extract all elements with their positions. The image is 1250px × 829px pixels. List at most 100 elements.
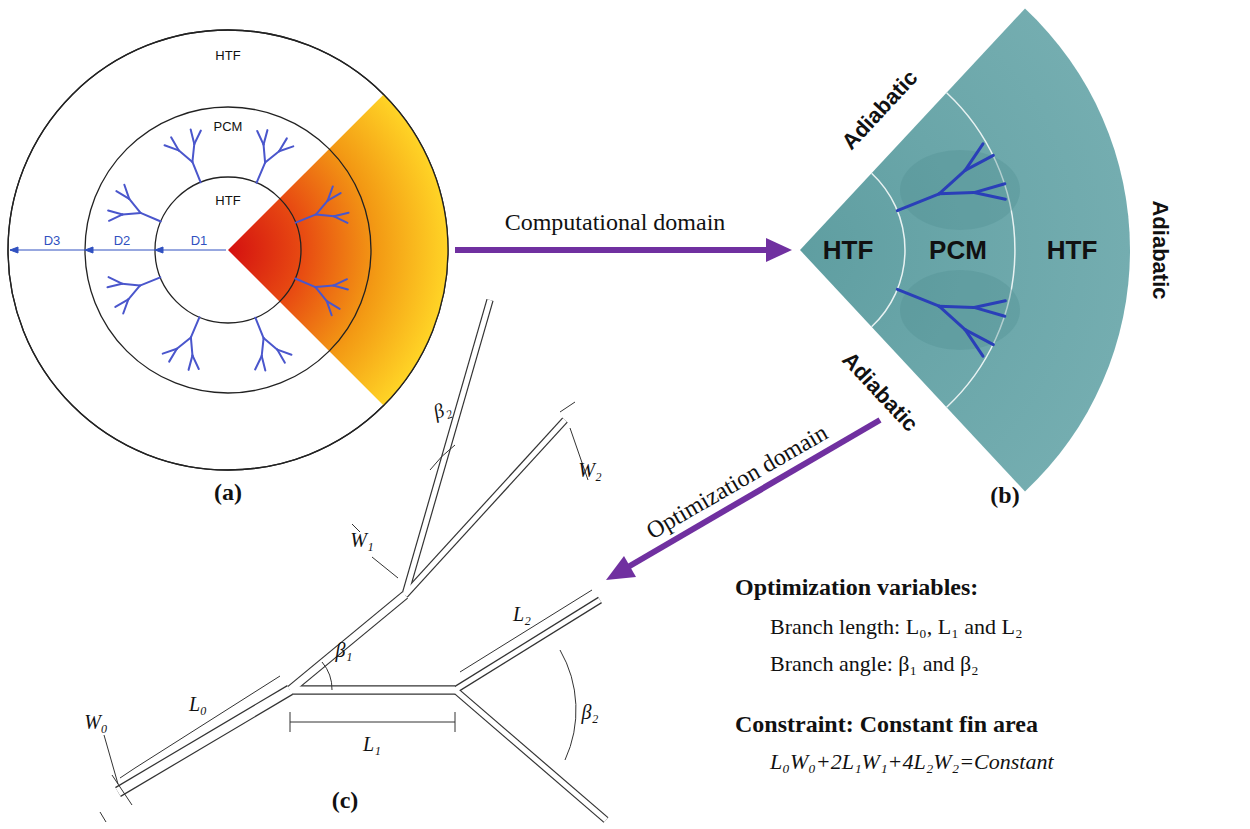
fin-stroke — [257, 163, 266, 183]
fin-stroke — [163, 349, 177, 354]
dimension-label: D1 — [191, 233, 208, 248]
purple-arrow — [455, 238, 792, 262]
fin-stroke — [171, 137, 179, 150]
sector-figure — [800, 9, 1130, 492]
fin-stroke — [939, 306, 965, 329]
variable-text: Branch angle: β₁ and β₂ — [770, 651, 979, 677]
fin-stroke — [295, 279, 315, 288]
wedge — [228, 94, 448, 405]
fin-stroke — [129, 199, 140, 213]
fin-stroke — [316, 201, 328, 215]
dimension-lines — [10, 247, 226, 253]
fin-stroke — [257, 131, 263, 145]
fin-stroke — [255, 318, 263, 338]
fin-stroke — [177, 337, 191, 348]
fin-stroke — [109, 277, 122, 284]
fin-stroke — [108, 211, 122, 215]
heading-text: Optimization variables: — [735, 574, 978, 601]
fin-stroke — [107, 284, 122, 288]
fin-stroke — [974, 184, 1005, 193]
fin-stroke — [455, 690, 606, 820]
fin-stroke — [191, 337, 193, 355]
arrow-label: Computational domain — [505, 209, 726, 236]
fin-stroke — [455, 690, 606, 820]
fin-stroke — [455, 600, 600, 690]
fin-stroke — [290, 687, 455, 694]
boundary-label: Adiabatic — [1147, 200, 1173, 299]
fin-stroke — [296, 214, 316, 222]
panel-label: (a) — [214, 479, 242, 506]
dimension-label: D2 — [114, 233, 131, 248]
fin-stroke — [333, 286, 347, 290]
dimension-label: L₂ — [513, 603, 531, 626]
fin-stroke — [290, 595, 405, 690]
annulus-figure — [8, 30, 448, 470]
fin-stroke — [192, 144, 194, 162]
dimension-label: W₁ — [350, 529, 374, 552]
fin-stroke — [455, 600, 600, 690]
fin-stroke — [179, 150, 193, 162]
fin-stroke — [123, 213, 141, 215]
panel-label: (c) — [332, 787, 359, 814]
fin-stroke — [290, 685, 455, 694]
fin-stroke — [333, 279, 347, 285]
fin-stroke — [897, 289, 939, 306]
fin-stroke — [264, 145, 266, 163]
purple-arrow — [606, 420, 880, 580]
fin-stroke — [194, 131, 201, 144]
fin-stroke — [128, 286, 140, 300]
arrow-label: Optimization domain — [642, 419, 833, 545]
fin-stroke — [974, 193, 1005, 200]
fin-stroke — [939, 193, 974, 194]
fin-stroke — [264, 338, 278, 350]
region-label: PCM — [214, 119, 243, 134]
fin-stroke — [334, 213, 349, 217]
fin-stroke — [316, 214, 334, 216]
fin-stroke — [277, 350, 285, 363]
region-label: PCM — [929, 235, 987, 266]
fin-stroke — [965, 330, 983, 357]
fin-stroke — [262, 338, 264, 356]
fin-geometry — [118, 300, 606, 820]
fin-stroke — [191, 129, 195, 144]
fin-stroke — [264, 130, 268, 144]
heading-text: Constraint: Constant fin area — [735, 711, 1038, 738]
fin-stroke — [405, 420, 565, 595]
angle-label: β₂ — [582, 701, 599, 724]
fin-stroke — [141, 213, 161, 222]
fin-stroke — [974, 301, 1005, 308]
fin-stroke — [328, 193, 341, 201]
region-label: HTF — [215, 48, 240, 63]
fin-stroke — [897, 194, 939, 211]
equation-text: L₀W₀+2L₁W₁+4L₂W₂=Constant — [770, 749, 1054, 775]
fin-stroke — [315, 287, 326, 301]
fin-stroke — [109, 214, 123, 220]
fin-stroke — [327, 301, 332, 315]
angle-label: β₁ — [336, 639, 353, 662]
dimension-lines — [100, 402, 592, 822]
fin-stroke — [939, 170, 965, 193]
fin-stroke — [122, 284, 140, 286]
angle-label: β₂ — [430, 396, 454, 423]
fin-stroke — [124, 185, 129, 199]
fin-stroke — [965, 155, 993, 170]
fin-stroke — [192, 355, 198, 369]
fin-stroke — [315, 286, 333, 288]
fin-stroke — [118, 690, 290, 792]
panel-label: (b) — [990, 482, 1019, 509]
region-label: HTF — [1047, 235, 1098, 266]
fin-stroke — [192, 162, 200, 182]
fin-stroke — [974, 307, 1005, 316]
fin-stroke — [189, 355, 193, 369]
fin-stroke — [255, 356, 262, 369]
region-label: HTF — [215, 193, 240, 208]
variable-text: Branch length: L₀, L₁ and L₂ — [770, 614, 1023, 640]
fin-stroke — [334, 216, 347, 223]
fin-stroke — [290, 595, 405, 690]
region-label: HTF — [823, 235, 874, 266]
fin-stroke — [279, 146, 293, 151]
dimension-label: W₂ — [578, 459, 602, 482]
fin-stroke — [140, 277, 160, 285]
